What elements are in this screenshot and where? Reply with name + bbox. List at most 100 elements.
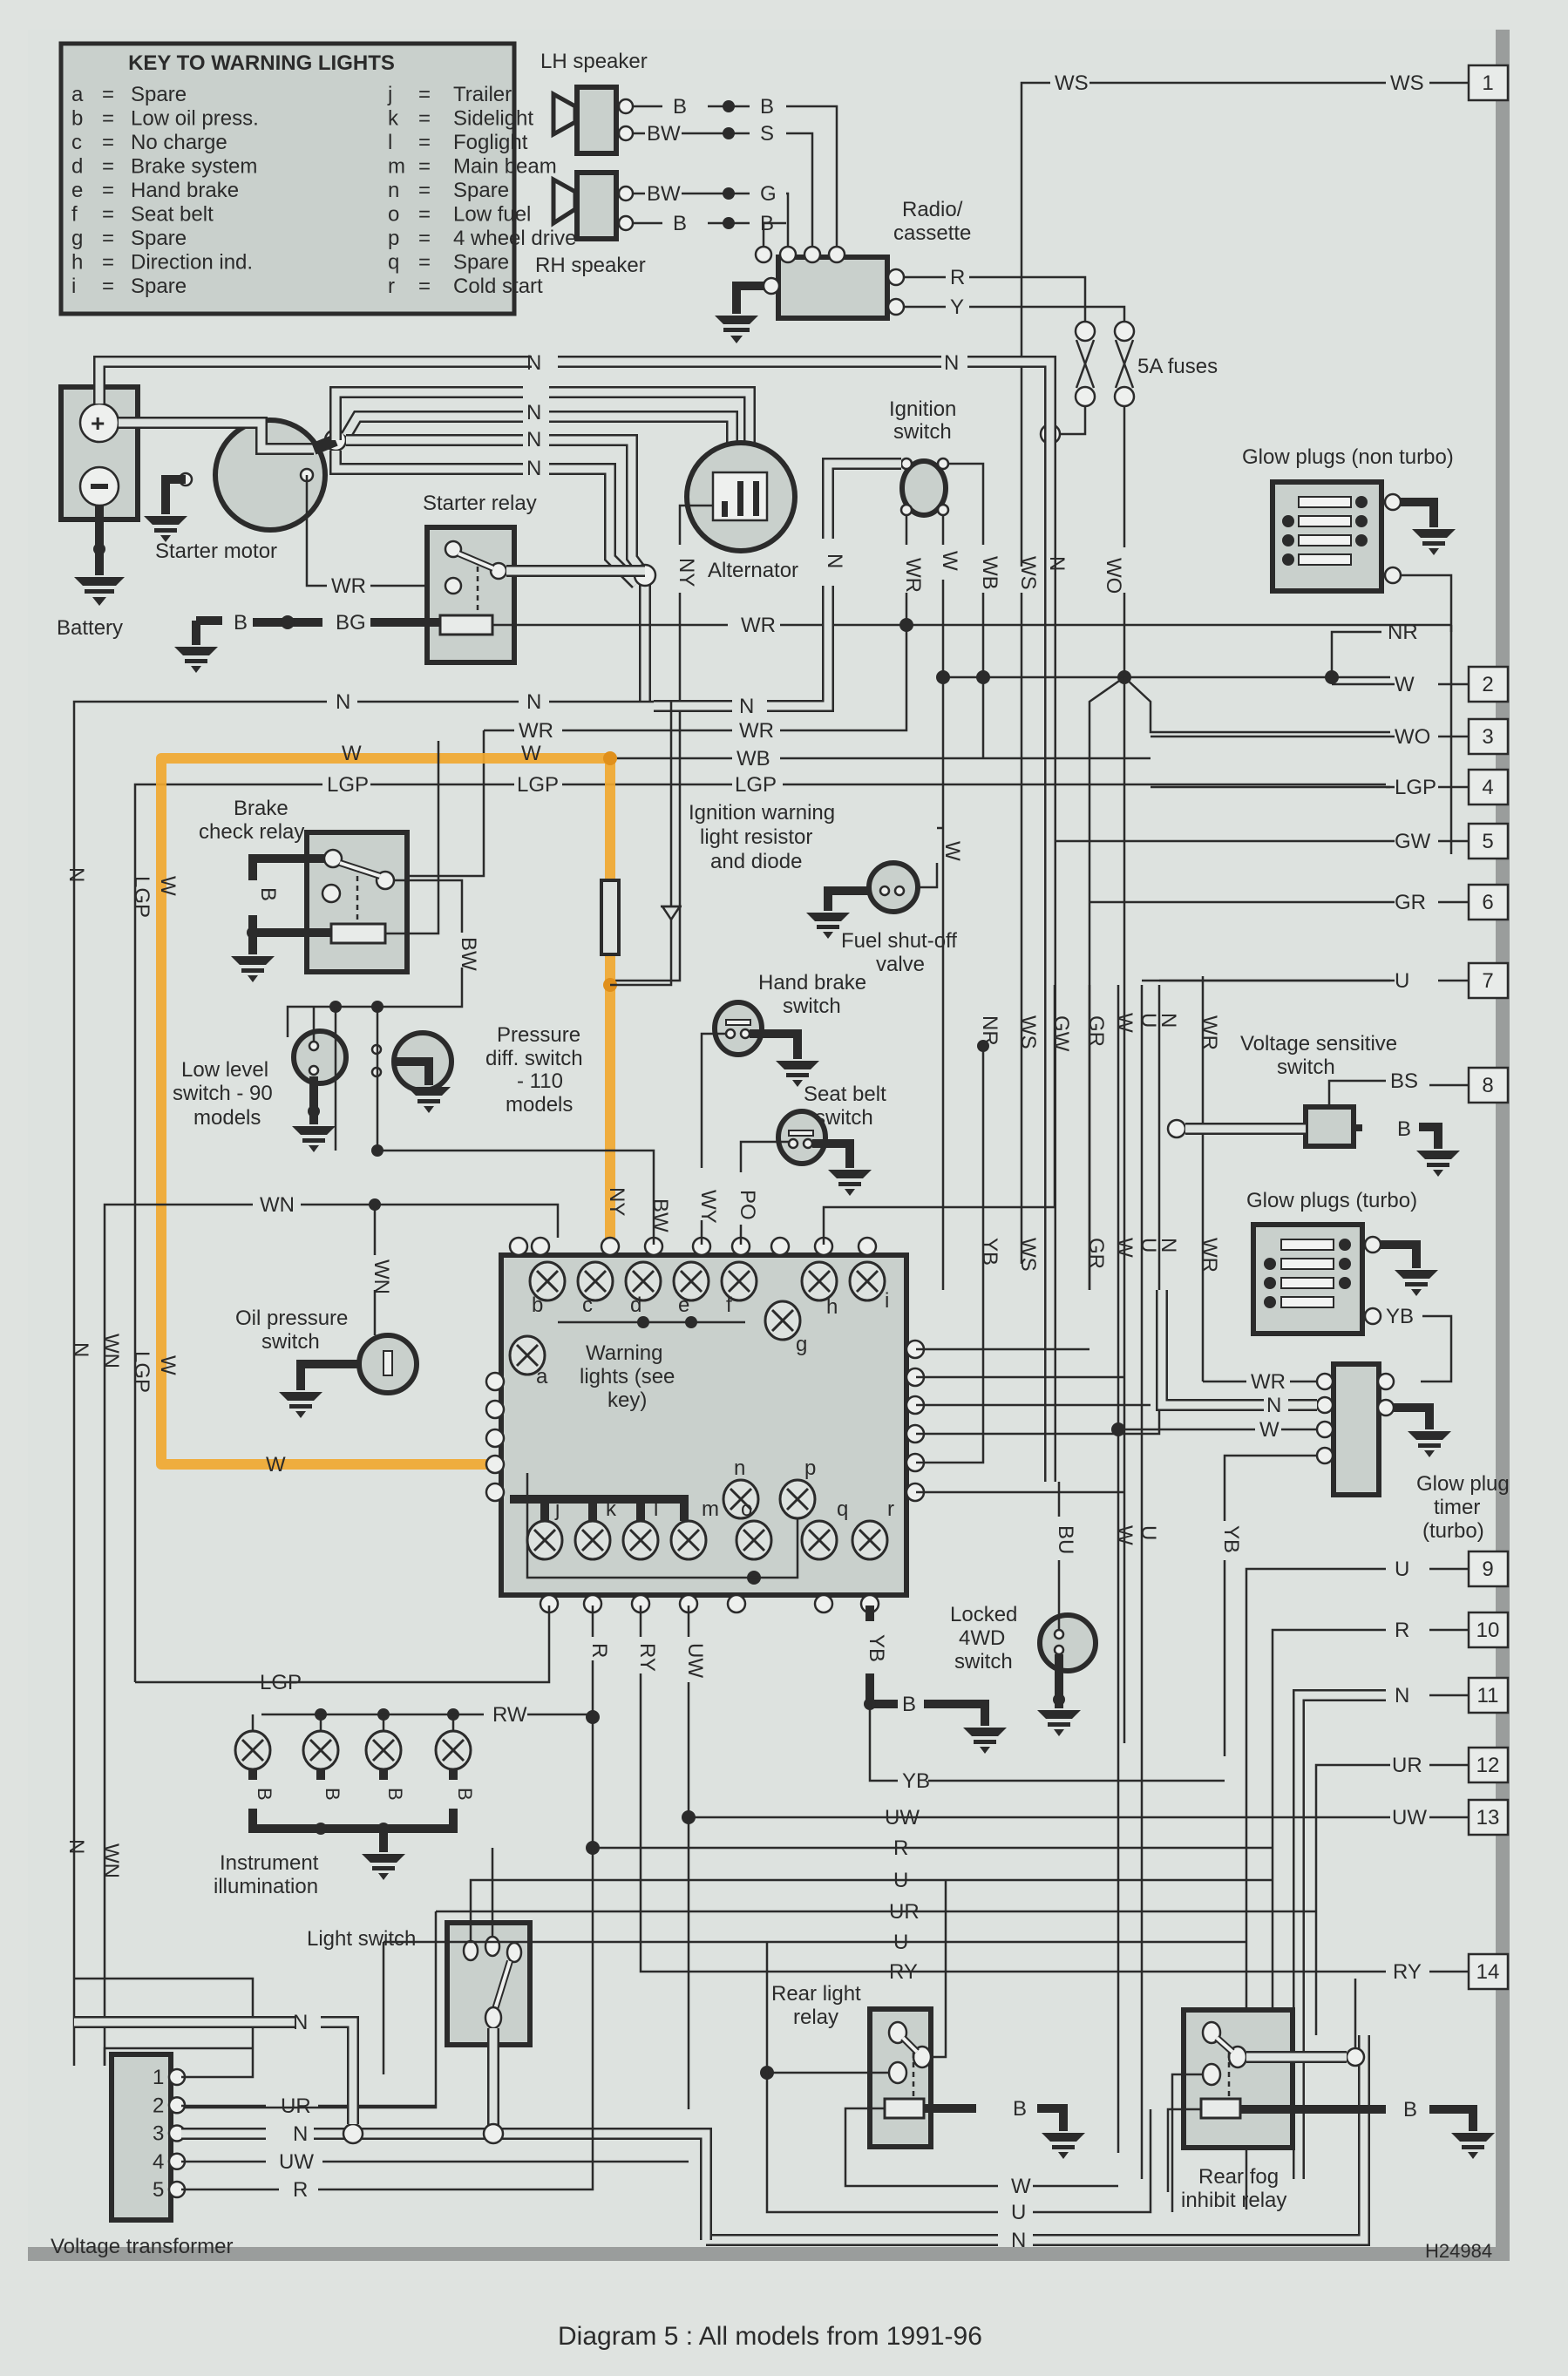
key-label: Sidelight — [453, 107, 533, 131]
svg-text:W: W — [1011, 2175, 1031, 2198]
svg-text:N: N — [1266, 1394, 1281, 1417]
svg-text:and diode: and diode — [710, 850, 802, 873]
connector-number: 7 — [1482, 969, 1493, 993]
svg-text:N: N — [526, 690, 541, 714]
svg-text:=: = — [418, 227, 431, 250]
svg-text:B: B — [234, 611, 248, 635]
svg-text:W: W — [1113, 1525, 1137, 1545]
ground-icon — [362, 1854, 405, 1880]
svg-text:BW: BW — [647, 122, 681, 146]
svg-text:N: N — [823, 553, 846, 568]
svg-text:Pressure: Pressure — [497, 1023, 580, 1047]
svg-text:R: R — [293, 2178, 308, 2202]
key-letter: g — [71, 227, 83, 250]
panel-terminal — [770, 1236, 791, 1257]
svg-text:WS: WS — [1016, 1238, 1040, 1272]
svg-text:key): key) — [608, 1388, 647, 1412]
panel-terminal — [726, 1593, 747, 1614]
svg-text:WB: WB — [978, 556, 1001, 590]
svg-text:R: R — [1395, 1619, 1409, 1642]
svg-text:N: N — [526, 457, 541, 480]
lh-speaker: LH speaker — [540, 50, 648, 156]
lamp-letter: p — [804, 1456, 816, 1480]
svg-text:N: N — [526, 401, 541, 424]
key-letter: e — [71, 179, 83, 202]
key-letter: c — [71, 131, 82, 154]
svg-text:RY: RY — [635, 1643, 659, 1672]
svg-text:Rear fog: Rear fog — [1198, 2165, 1279, 2189]
connector-number: 2 — [1482, 673, 1493, 696]
svg-text:Locked: Locked — [950, 1603, 1017, 1626]
panel-terminal — [857, 1236, 878, 1257]
light-switch: Light switch — [307, 1920, 533, 2047]
lamp-letter: e — [678, 1293, 689, 1317]
connector-11: 11 — [1429, 1676, 1510, 1714]
svg-text:=: = — [418, 155, 431, 179]
svg-text:WO: WO — [1102, 558, 1125, 594]
svg-text:UW: UW — [885, 1806, 920, 1830]
key-title: KEY TO WARNING LIGHTS — [128, 51, 395, 75]
svg-text:Y: Y — [950, 295, 964, 319]
key-label: Seat belt — [131, 203, 214, 227]
locked-4wd-switch: Locked 4WD switch — [950, 1603, 1098, 1736]
svg-text:GR: GR — [1084, 1238, 1108, 1269]
svg-text:N: N — [69, 1342, 92, 1357]
instrument-lamp: B — [434, 1708, 476, 1801]
svg-text:=: = — [418, 83, 431, 106]
key-letter: b — [71, 107, 83, 131]
svg-text:Starter relay: Starter relay — [423, 492, 537, 515]
svg-text:N: N — [1157, 1238, 1180, 1252]
svg-text:Battery: Battery — [57, 616, 123, 640]
key-label: No charge — [131, 131, 227, 154]
svg-text:LGP: LGP — [130, 876, 153, 918]
svg-text:check relay.: check relay. — [199, 820, 309, 844]
lamp-letter: j — [554, 1497, 560, 1521]
warning-lamp-d: d — [624, 1260, 662, 1317]
lamp-letter: f — [726, 1293, 732, 1317]
key-label: Brake system — [131, 155, 257, 179]
connector-number: 12 — [1476, 1754, 1500, 1777]
svg-text:WR: WR — [739, 719, 774, 743]
ignition-warning-resistor: Ignition warning light resistor and diod… — [600, 801, 835, 956]
rear-light-relay: Rear light relay — [771, 1982, 933, 2149]
panel-terminal — [485, 1428, 506, 1449]
svg-text:U: U — [1011, 2201, 1026, 2224]
svg-text:Alternator: Alternator — [708, 559, 798, 582]
svg-text:LGP: LGP — [327, 773, 369, 797]
warning-lamp-p: p — [778, 1456, 817, 1520]
svg-text:N: N — [739, 695, 754, 718]
lamp-letter: a — [536, 1365, 548, 1388]
svg-text:GW: GW — [1395, 830, 1431, 853]
voltage-sensitive-switch: Voltage sensitive switch BS B — [1166, 1032, 1460, 1177]
connector-number: 1 — [1482, 71, 1493, 95]
glow-plugs-non-turbo: Glow plugs (non turbo) — [1242, 445, 1456, 594]
connector-number: 3 — [1482, 725, 1493, 749]
svg-text:N: N — [1045, 556, 1069, 571]
hand-brake-switch: Hand brake switch — [712, 971, 866, 1087]
instrument-lamp: B — [234, 1714, 275, 1801]
ground-icon — [74, 577, 125, 606]
transformer-pin-label: 1 — [153, 2066, 164, 2089]
svg-text:B: B — [254, 1788, 275, 1801]
warning-lamp-q: q — [800, 1497, 848, 1561]
connector-number: 14 — [1476, 1960, 1500, 1984]
key-letter: o — [388, 203, 399, 227]
svg-text:YB: YB — [1219, 1525, 1243, 1553]
warning-lamp-h: h — [800, 1260, 838, 1319]
ground-icon — [292, 1126, 336, 1152]
transformer-pin-label: 4 — [153, 2150, 164, 2174]
svg-text:illumination: illumination — [214, 1875, 318, 1898]
svg-text:B: B — [256, 887, 280, 901]
svg-text:N: N — [336, 690, 350, 714]
svg-text:YB: YB — [1386, 1305, 1414, 1328]
ground-icon — [1395, 1270, 1438, 1296]
svg-text:=: = — [102, 275, 114, 298]
svg-text:N: N — [526, 351, 541, 375]
svg-text:U: U — [1137, 1525, 1160, 1540]
svg-text:UR: UR — [281, 2094, 311, 2118]
svg-text:N: N — [1011, 2229, 1026, 2252]
panel-terminal — [600, 1236, 621, 1257]
